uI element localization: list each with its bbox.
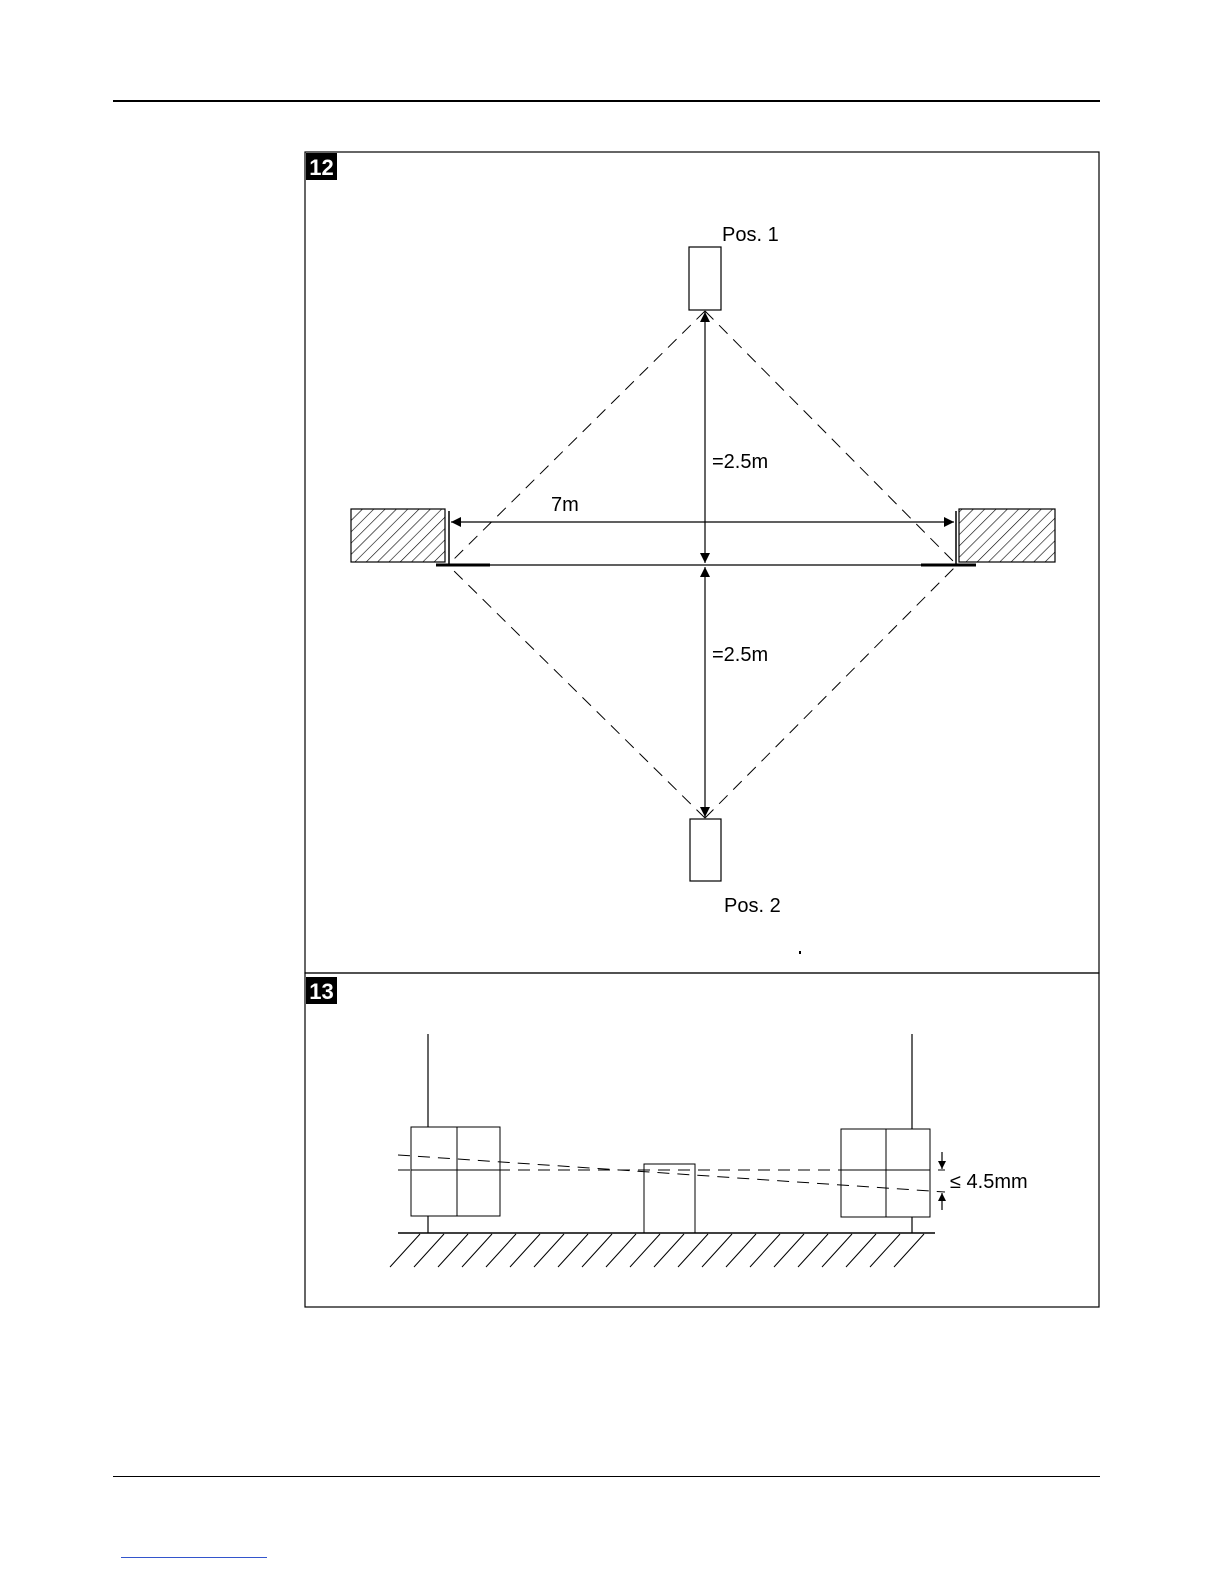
bottom-distance-label: =2.5m	[712, 644, 768, 666]
ground-hatching	[390, 1234, 924, 1267]
left-wall	[351, 509, 445, 562]
figure-12-number: 12	[309, 155, 333, 180]
figure-13-badge: 13	[306, 977, 337, 1004]
device-pos-1	[689, 247, 721, 310]
figure-12-badge: 12	[306, 153, 337, 180]
figure-12: 12 7m Pos. 1 Pos. 2	[305, 152, 1099, 973]
stray-dot	[799, 951, 801, 954]
top-distance-label: =2.5m	[712, 451, 768, 473]
right-wall	[959, 509, 1055, 562]
pos-2-label: Pos. 2	[724, 895, 781, 917]
device-pos-2	[690, 819, 721, 881]
width-label: 7m	[551, 494, 579, 516]
pos-1-label: Pos. 1	[722, 224, 779, 246]
figure-13-number: 13	[309, 979, 333, 1004]
left-target	[411, 1127, 500, 1216]
tolerance-label: ≤ 4.5mm	[950, 1171, 1028, 1193]
figure-13: 13	[305, 973, 1099, 1307]
right-target	[841, 1129, 930, 1217]
